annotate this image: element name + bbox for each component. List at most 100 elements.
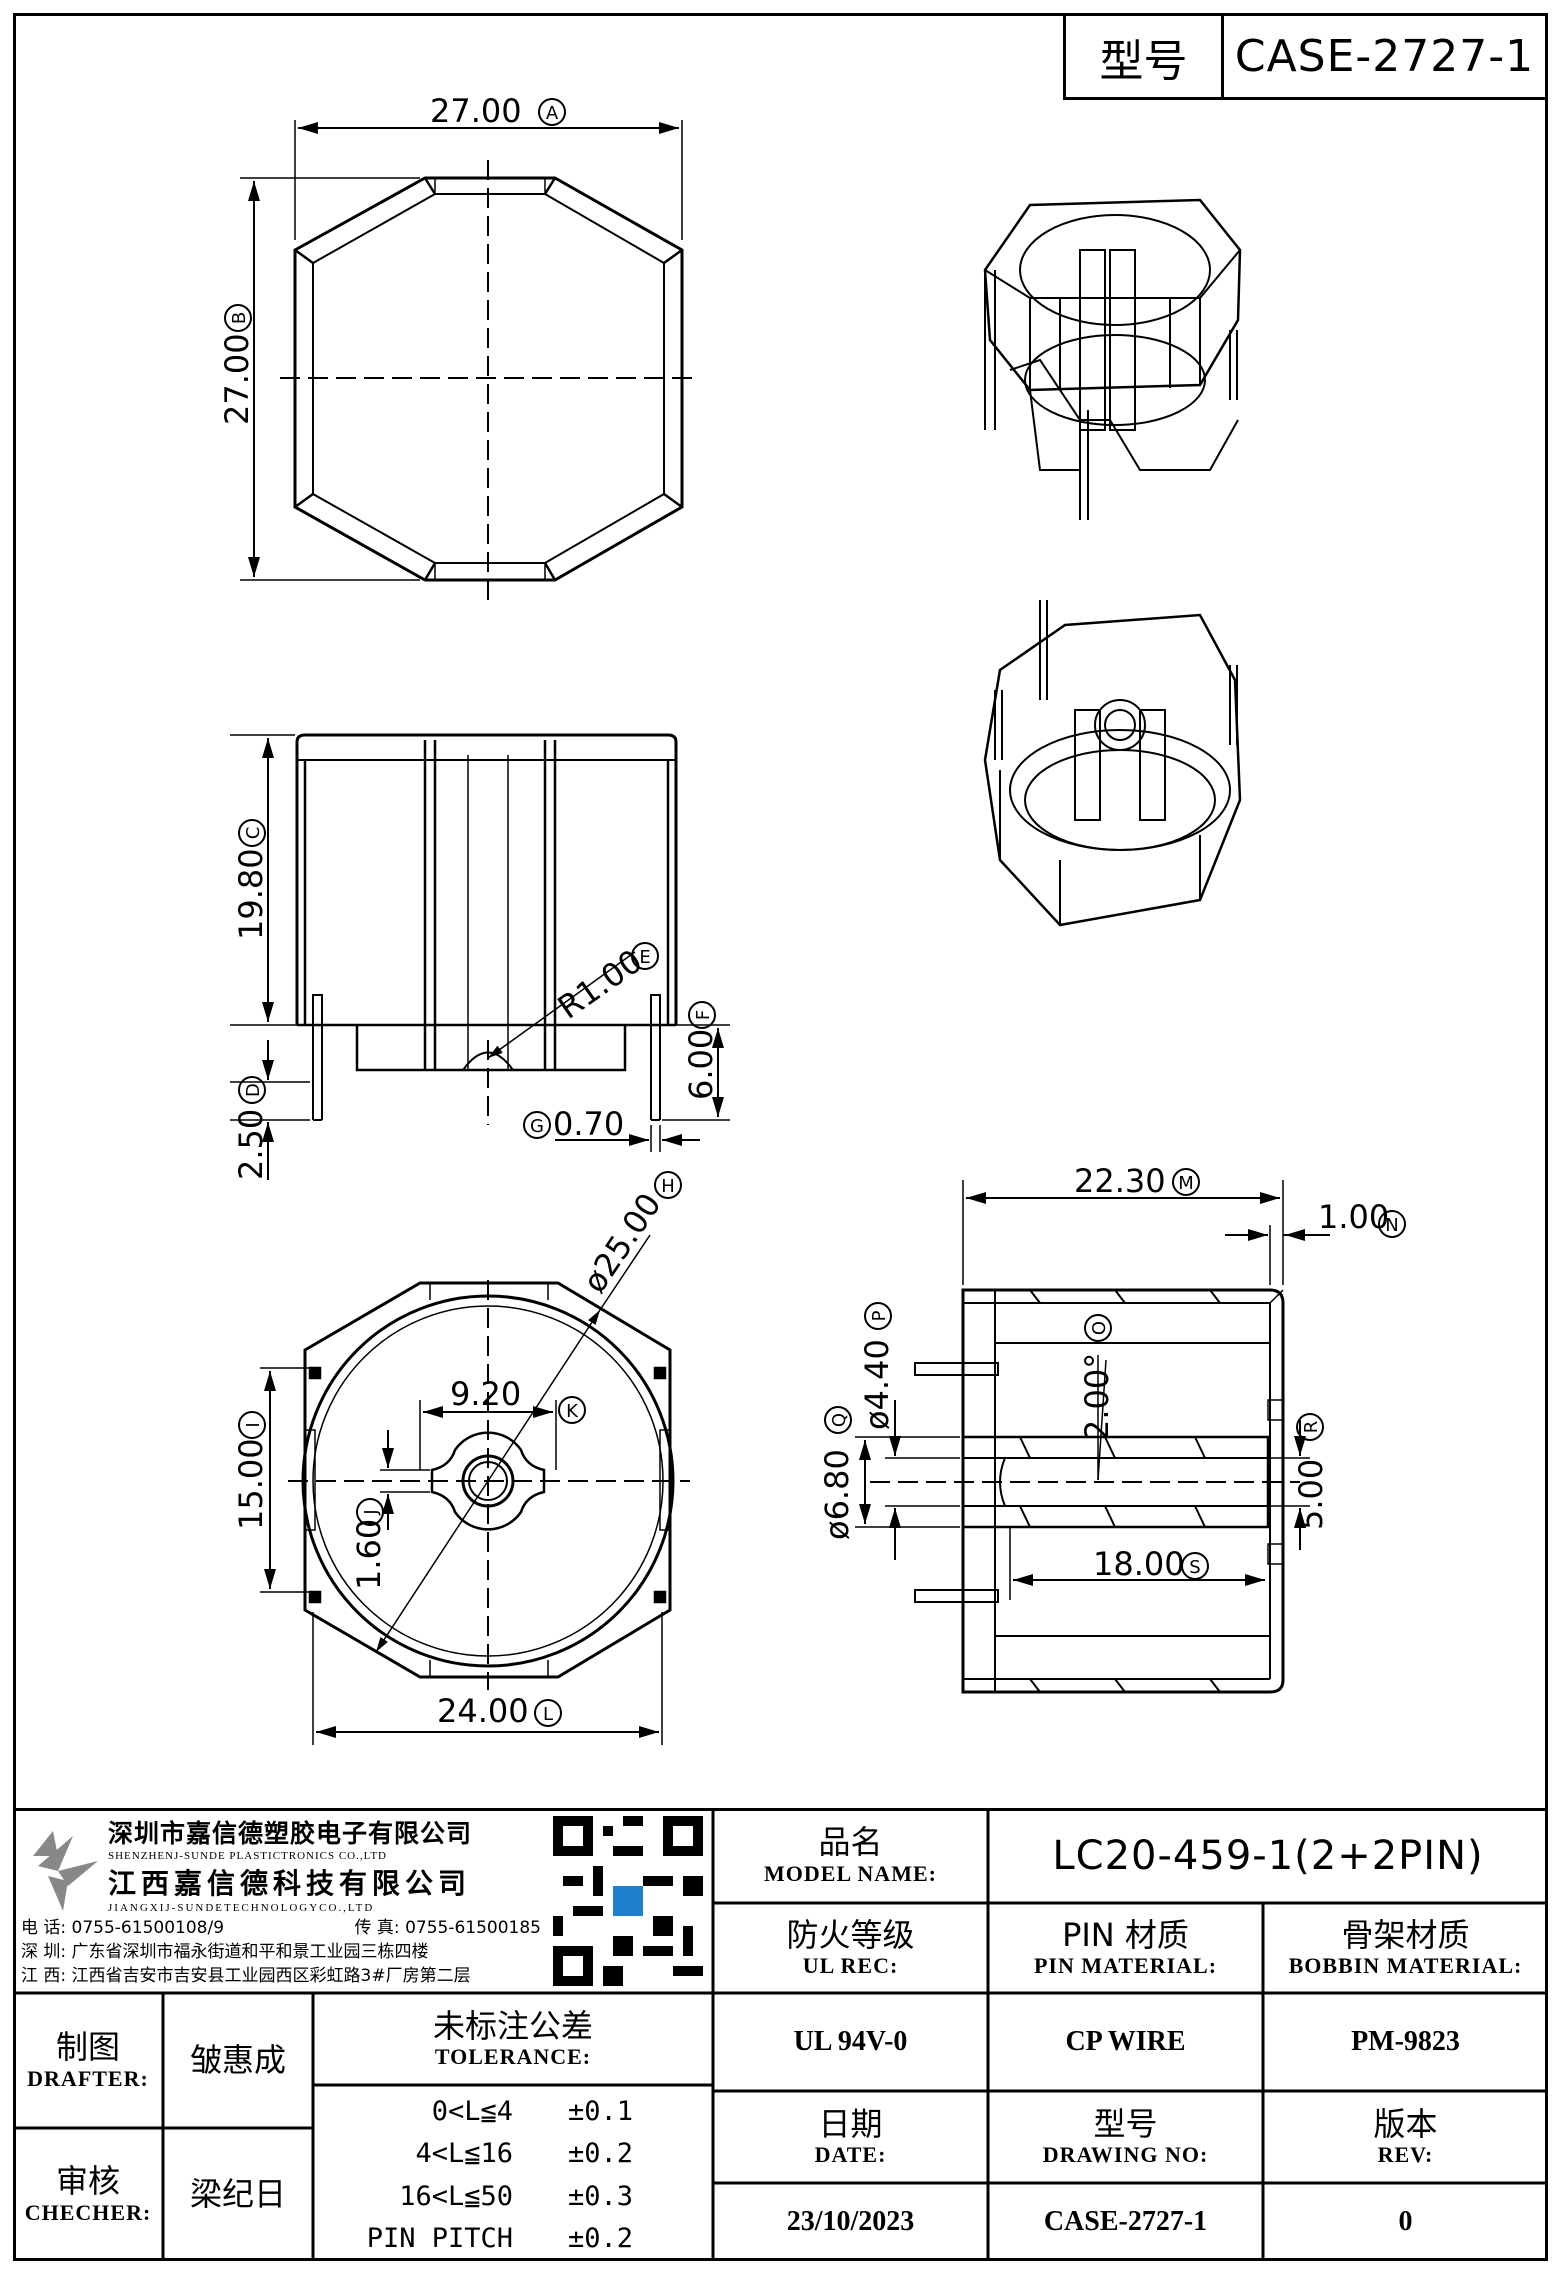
bobbin-en: BOBBIN MATERIAL: bbox=[1288, 1953, 1523, 1979]
company-contact: 电 话: 0755-61500108/9 传 真: 0755-61500185 … bbox=[21, 1916, 541, 1988]
dim-27-b: 27.00 bbox=[218, 333, 256, 425]
qr-code bbox=[553, 1816, 703, 1986]
company-logo bbox=[28, 1816, 103, 1916]
date-zh: 日期 bbox=[818, 2104, 883, 2143]
dim-2-5: 2.50 bbox=[232, 1109, 270, 1180]
tag-r: R bbox=[1301, 1421, 1322, 1434]
tag-o: O bbox=[1089, 1321, 1110, 1335]
dim-9-2: 9.20 bbox=[450, 1375, 521, 1413]
company-name-jx: 江西嘉信德科技有限公司 bbox=[108, 1867, 472, 1900]
header-type-value: CASE-2727-1 bbox=[1221, 13, 1548, 100]
tag-c: C bbox=[243, 827, 264, 840]
date-label: 日期 DATE: bbox=[713, 2091, 988, 2183]
ul-value: UL 94V-0 bbox=[793, 2026, 908, 2057]
tag-m: M bbox=[1178, 1173, 1194, 1194]
dim-27-a: 27.00 bbox=[430, 92, 522, 130]
bobbin-zh: 骨架材质 bbox=[1341, 1915, 1470, 1954]
drafter-zh: 制图 bbox=[55, 2028, 120, 2067]
tag-d: D bbox=[243, 1083, 264, 1097]
tag-h: H bbox=[661, 1176, 675, 1197]
model-name-label: 品名 MODEL NAME: bbox=[713, 1808, 988, 1903]
checker-zh: 审核 bbox=[55, 2162, 120, 2201]
technical-drawing: 27.00 A 27.00 B 19.80 C 2.50 D R1.00 E 6… bbox=[218, 92, 1406, 1745]
title-block-grid bbox=[13, 1808, 1548, 2261]
pin-material-value: CP WIRE bbox=[1065, 2026, 1186, 2057]
drawing-no-en: DRAWING NO: bbox=[1042, 2142, 1209, 2168]
bobbin-material-label: 骨架材质 BOBBIN MATERIAL: bbox=[1263, 1903, 1548, 1993]
drawing-no-label: 型号 DRAWING NO: bbox=[988, 2091, 1263, 2183]
header-type-label: 型号 bbox=[1063, 13, 1224, 100]
tolerance-en: TOLERANCE: bbox=[434, 2044, 592, 2070]
pin-zh: PIN 材质 bbox=[1062, 1915, 1189, 1954]
tolerance-row: PIN PITCH ±0.2 bbox=[353, 2223, 633, 2254]
dim-r1: R1.00 bbox=[551, 942, 649, 1027]
dim-19-8: 19.80 bbox=[232, 848, 270, 940]
tag-s: S bbox=[1189, 1557, 1200, 1578]
tol-range: 16<L≦50 bbox=[399, 2180, 513, 2212]
tag-g: G bbox=[530, 1116, 544, 1137]
tag-a: A bbox=[546, 103, 559, 124]
company-info: 深圳市嘉信德塑胶电子有限公司 SHENZHENJ-SUNDE PLASTICTR… bbox=[108, 1814, 548, 1914]
tol-value: ±0.2 bbox=[567, 2223, 633, 2255]
date-value: 23/10/2023 bbox=[786, 2206, 915, 2237]
company-name-sz: 深圳市嘉信德塑胶电子有限公司 bbox=[108, 1819, 473, 1848]
dim-5: 5.00 bbox=[1292, 1459, 1330, 1530]
drawing-no-value: CASE-2727-1 bbox=[1043, 2206, 1208, 2237]
tol-range: PIN PITCH bbox=[366, 2223, 513, 2255]
tag-e: E bbox=[639, 947, 650, 968]
tolerance-row: 4<L≦16 ±0.2 bbox=[353, 2138, 633, 2169]
model-name-value: LC20-459-1(2+2PIN) bbox=[1052, 1832, 1484, 1879]
tol-value: ±0.2 bbox=[567, 2138, 633, 2170]
company-name-sz-en: SHENZHENJ-SUNDE PLASTICTRONICS CO.,LTD bbox=[108, 1850, 387, 1862]
dim-1-6: 1.60 bbox=[350, 1519, 388, 1590]
drawing-frame bbox=[13, 13, 1548, 2261]
checker-label: 审核 CHECHER: bbox=[13, 2128, 163, 2261]
dim-4-4: ø4.40 bbox=[858, 1339, 896, 1430]
drafter-label: 制图 DRAFTER: bbox=[13, 1993, 163, 2128]
date-en: DATE: bbox=[814, 2142, 887, 2168]
dim-2deg: 2.00° bbox=[1078, 1353, 1116, 1440]
dim-1: 1.00 bbox=[1318, 1198, 1389, 1236]
rev-label: 版本 REV: bbox=[1263, 2091, 1548, 2183]
drafter-en: DRAFTER: bbox=[27, 2065, 149, 2091]
iso-view-1 bbox=[983, 198, 1242, 520]
model-name-zh: 品名 bbox=[818, 1823, 883, 1862]
section-view bbox=[855, 1180, 1330, 1694]
rev-zh: 版本 bbox=[1373, 2104, 1438, 2143]
dim-18: 18.00 bbox=[1093, 1545, 1185, 1583]
tol-value: ±0.3 bbox=[567, 2180, 633, 2212]
ul-en: UL REC: bbox=[802, 1953, 899, 1979]
tag-i: I bbox=[243, 1422, 264, 1427]
tag-f: F bbox=[693, 1010, 714, 1020]
ul-label: 防火等级 UL REC: bbox=[713, 1903, 988, 1993]
tol-range: 4<L≦16 bbox=[415, 2138, 513, 2170]
tolerance-label: 未标注公差 TOLERANCE: bbox=[313, 1993, 713, 2085]
dim-24: 24.00 bbox=[437, 1692, 529, 1730]
tol-value: ±0.1 bbox=[567, 2095, 633, 2127]
pin-material-label: PIN 材质 PIN MATERIAL: bbox=[988, 1903, 1263, 1993]
checker-en: CHECHER: bbox=[24, 2199, 152, 2225]
tolerance-row: 16<L≦50 ±0.3 bbox=[353, 2181, 633, 2212]
tag-b: B bbox=[229, 312, 250, 324]
dim-25: ø25.00 bbox=[575, 1186, 669, 1299]
drafter-value: 皱惠成 bbox=[189, 2041, 286, 2080]
company-phone: 电 话: 0755-61500108/9 bbox=[21, 1918, 225, 1938]
ul-zh: 防火等级 bbox=[786, 1915, 915, 1954]
bobbin-material-value: PM-9823 bbox=[1351, 2026, 1460, 2057]
side-view bbox=[230, 733, 730, 1180]
model-name-en: MODEL NAME: bbox=[764, 1860, 937, 1886]
drawing-no-zh: 型号 bbox=[1093, 2104, 1158, 2143]
tag-q: Q bbox=[829, 1413, 850, 1427]
tag-j: J bbox=[361, 1509, 382, 1515]
tag-p: P bbox=[869, 1310, 890, 1321]
checker-value: 梁纪日 bbox=[189, 2175, 286, 2214]
tolerance-zh: 未标注公差 bbox=[432, 2006, 593, 2045]
bottom-view bbox=[260, 1234, 690, 1745]
company-fax: 传 真: 0755-61500185 bbox=[354, 1918, 541, 1938]
dim-15: 15.00 bbox=[232, 1438, 270, 1530]
company-addr-sz: 深 圳: 广东省深圳市福永街道和平和景工业园三栋四楼 bbox=[21, 1942, 429, 1962]
tolerance-table: 0<L≦4±0.1 4<L≦16±0.2 16<L≦50±0.3 PIN PIT… bbox=[313, 2090, 713, 2260]
tag-k: K bbox=[566, 1401, 579, 1422]
dim-6: 6.00 bbox=[682, 1029, 720, 1100]
company-name-jx-en: JIANGXIJ-SUNDETECHNOLOGYCO.,LTD bbox=[108, 1902, 375, 1914]
